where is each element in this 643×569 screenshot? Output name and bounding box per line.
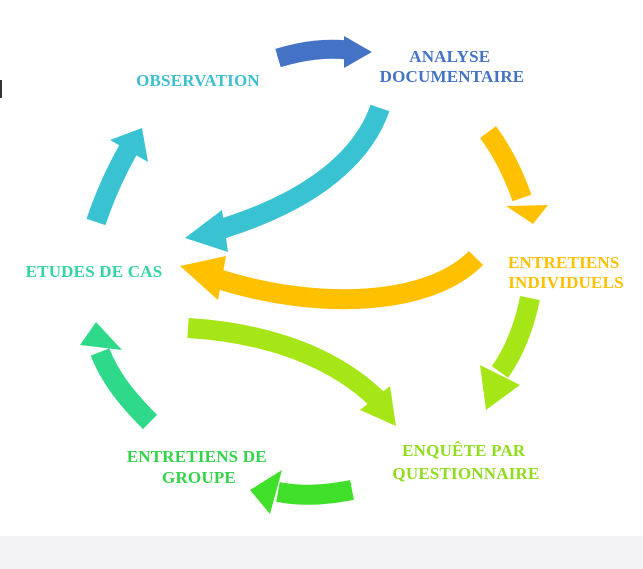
node-analyse-documentaire: ANALYSE DOCUMENTAIRE — [380, 47, 525, 86]
arrow-groupe-to-etudes — [80, 322, 158, 430]
arrow-enquete-to-groupe — [250, 470, 354, 514]
node-enquete-par-questionnaire: ENQUÊTE PAR QUESTIONNAIRE — [392, 441, 539, 483]
node-entretiens-de-groupe: ENTRETIENS DE GROUPE — [127, 447, 272, 487]
node-observation: OBSERVATION — [136, 71, 260, 90]
arrow-etudes-to-enquete — [187, 318, 396, 426]
left-edge-mark — [0, 80, 2, 98]
arrow-entretiens-to-enquete — [480, 295, 540, 410]
arrow-etudes-to-observation — [86, 128, 148, 226]
footer-band — [0, 536, 643, 569]
arrow-entretiens-to-etudes — [180, 250, 484, 310]
arrow-analyse-to-entretiens — [479, 126, 548, 224]
arrow-analyse-to-etudes — [185, 104, 390, 252]
arrow-observation-to-analyse — [275, 36, 372, 68]
node-entretiens-individuels: ENTRETIENS INDIVIDUELS — [508, 253, 624, 292]
node-etudes-de-cas: ETUDES DE CAS — [26, 262, 163, 281]
